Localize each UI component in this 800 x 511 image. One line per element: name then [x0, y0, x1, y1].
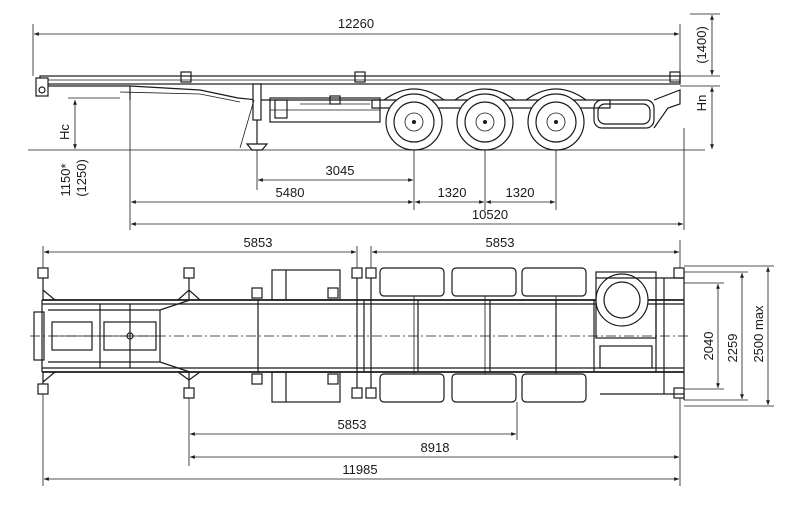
dim-kingpin-axle: 5480 [276, 185, 305, 200]
dim-coupling-value: 1150* [58, 163, 73, 196]
dim-axle-spacing-2: 1320 [506, 185, 535, 200]
wheel-1 [385, 93, 443, 151]
dim-coupling-label: Hc [57, 124, 72, 140]
dim-coupling-alt: (1250) [74, 159, 89, 197]
dim-overall-top: 11985 [342, 462, 377, 477]
dim-axle-spacing-1: 1320 [438, 185, 467, 200]
side-view: 12260 (1400) Hn Hc 1150* (1250) 3045 548… [28, 13, 720, 230]
dim-rear-span: 5853 [486, 235, 515, 250]
dim-rear-height: Hn [694, 95, 709, 112]
dim-front-height: (1400) [694, 26, 709, 64]
dim-overall-length: 12260 [338, 16, 374, 31]
top-view: 5853 5853 2040 2259 2500 max 5853 8918 [30, 235, 774, 486]
wheel-3 [527, 93, 585, 151]
dim-inner-width: 2040 [701, 332, 716, 361]
dim-kingpin-landing: 3045 [326, 163, 355, 178]
dim-mid-span: 5853 [338, 417, 367, 432]
dim-mid-width: 2259 [725, 334, 740, 363]
dim-max-width: 2500 max [751, 305, 766, 363]
wheel-2 [456, 93, 514, 151]
dim-middle-rear: 8918 [421, 440, 450, 455]
dim-front-span: 5853 [244, 235, 273, 250]
dim-kingpin-rear: 10520 [472, 207, 508, 222]
